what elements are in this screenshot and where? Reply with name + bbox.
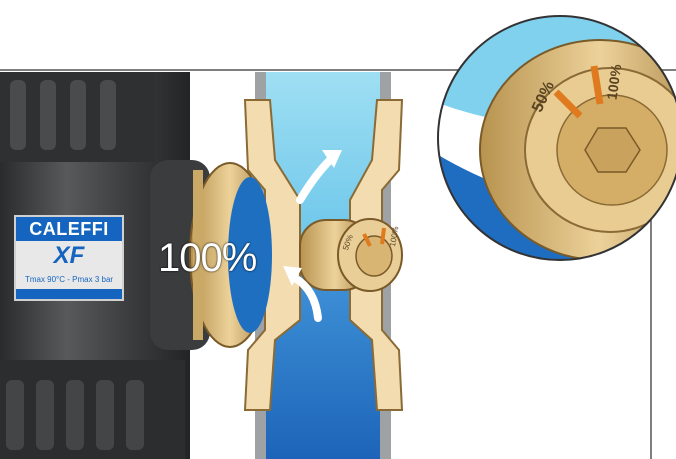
spec-line: Tmax 90°C - Pmax 3 bar: [16, 271, 122, 289]
balancing-valve: [300, 219, 402, 291]
zoom-detail: [430, 10, 676, 280]
model-name: XF: [16, 241, 122, 271]
brand-name: CALEFFI: [16, 217, 122, 241]
flow-percentage: 100%: [158, 236, 256, 280]
product-label: CALEFFI XF Tmax 90°C - Pmax 3 bar: [14, 215, 124, 301]
small-indicator-right: [382, 228, 384, 244]
